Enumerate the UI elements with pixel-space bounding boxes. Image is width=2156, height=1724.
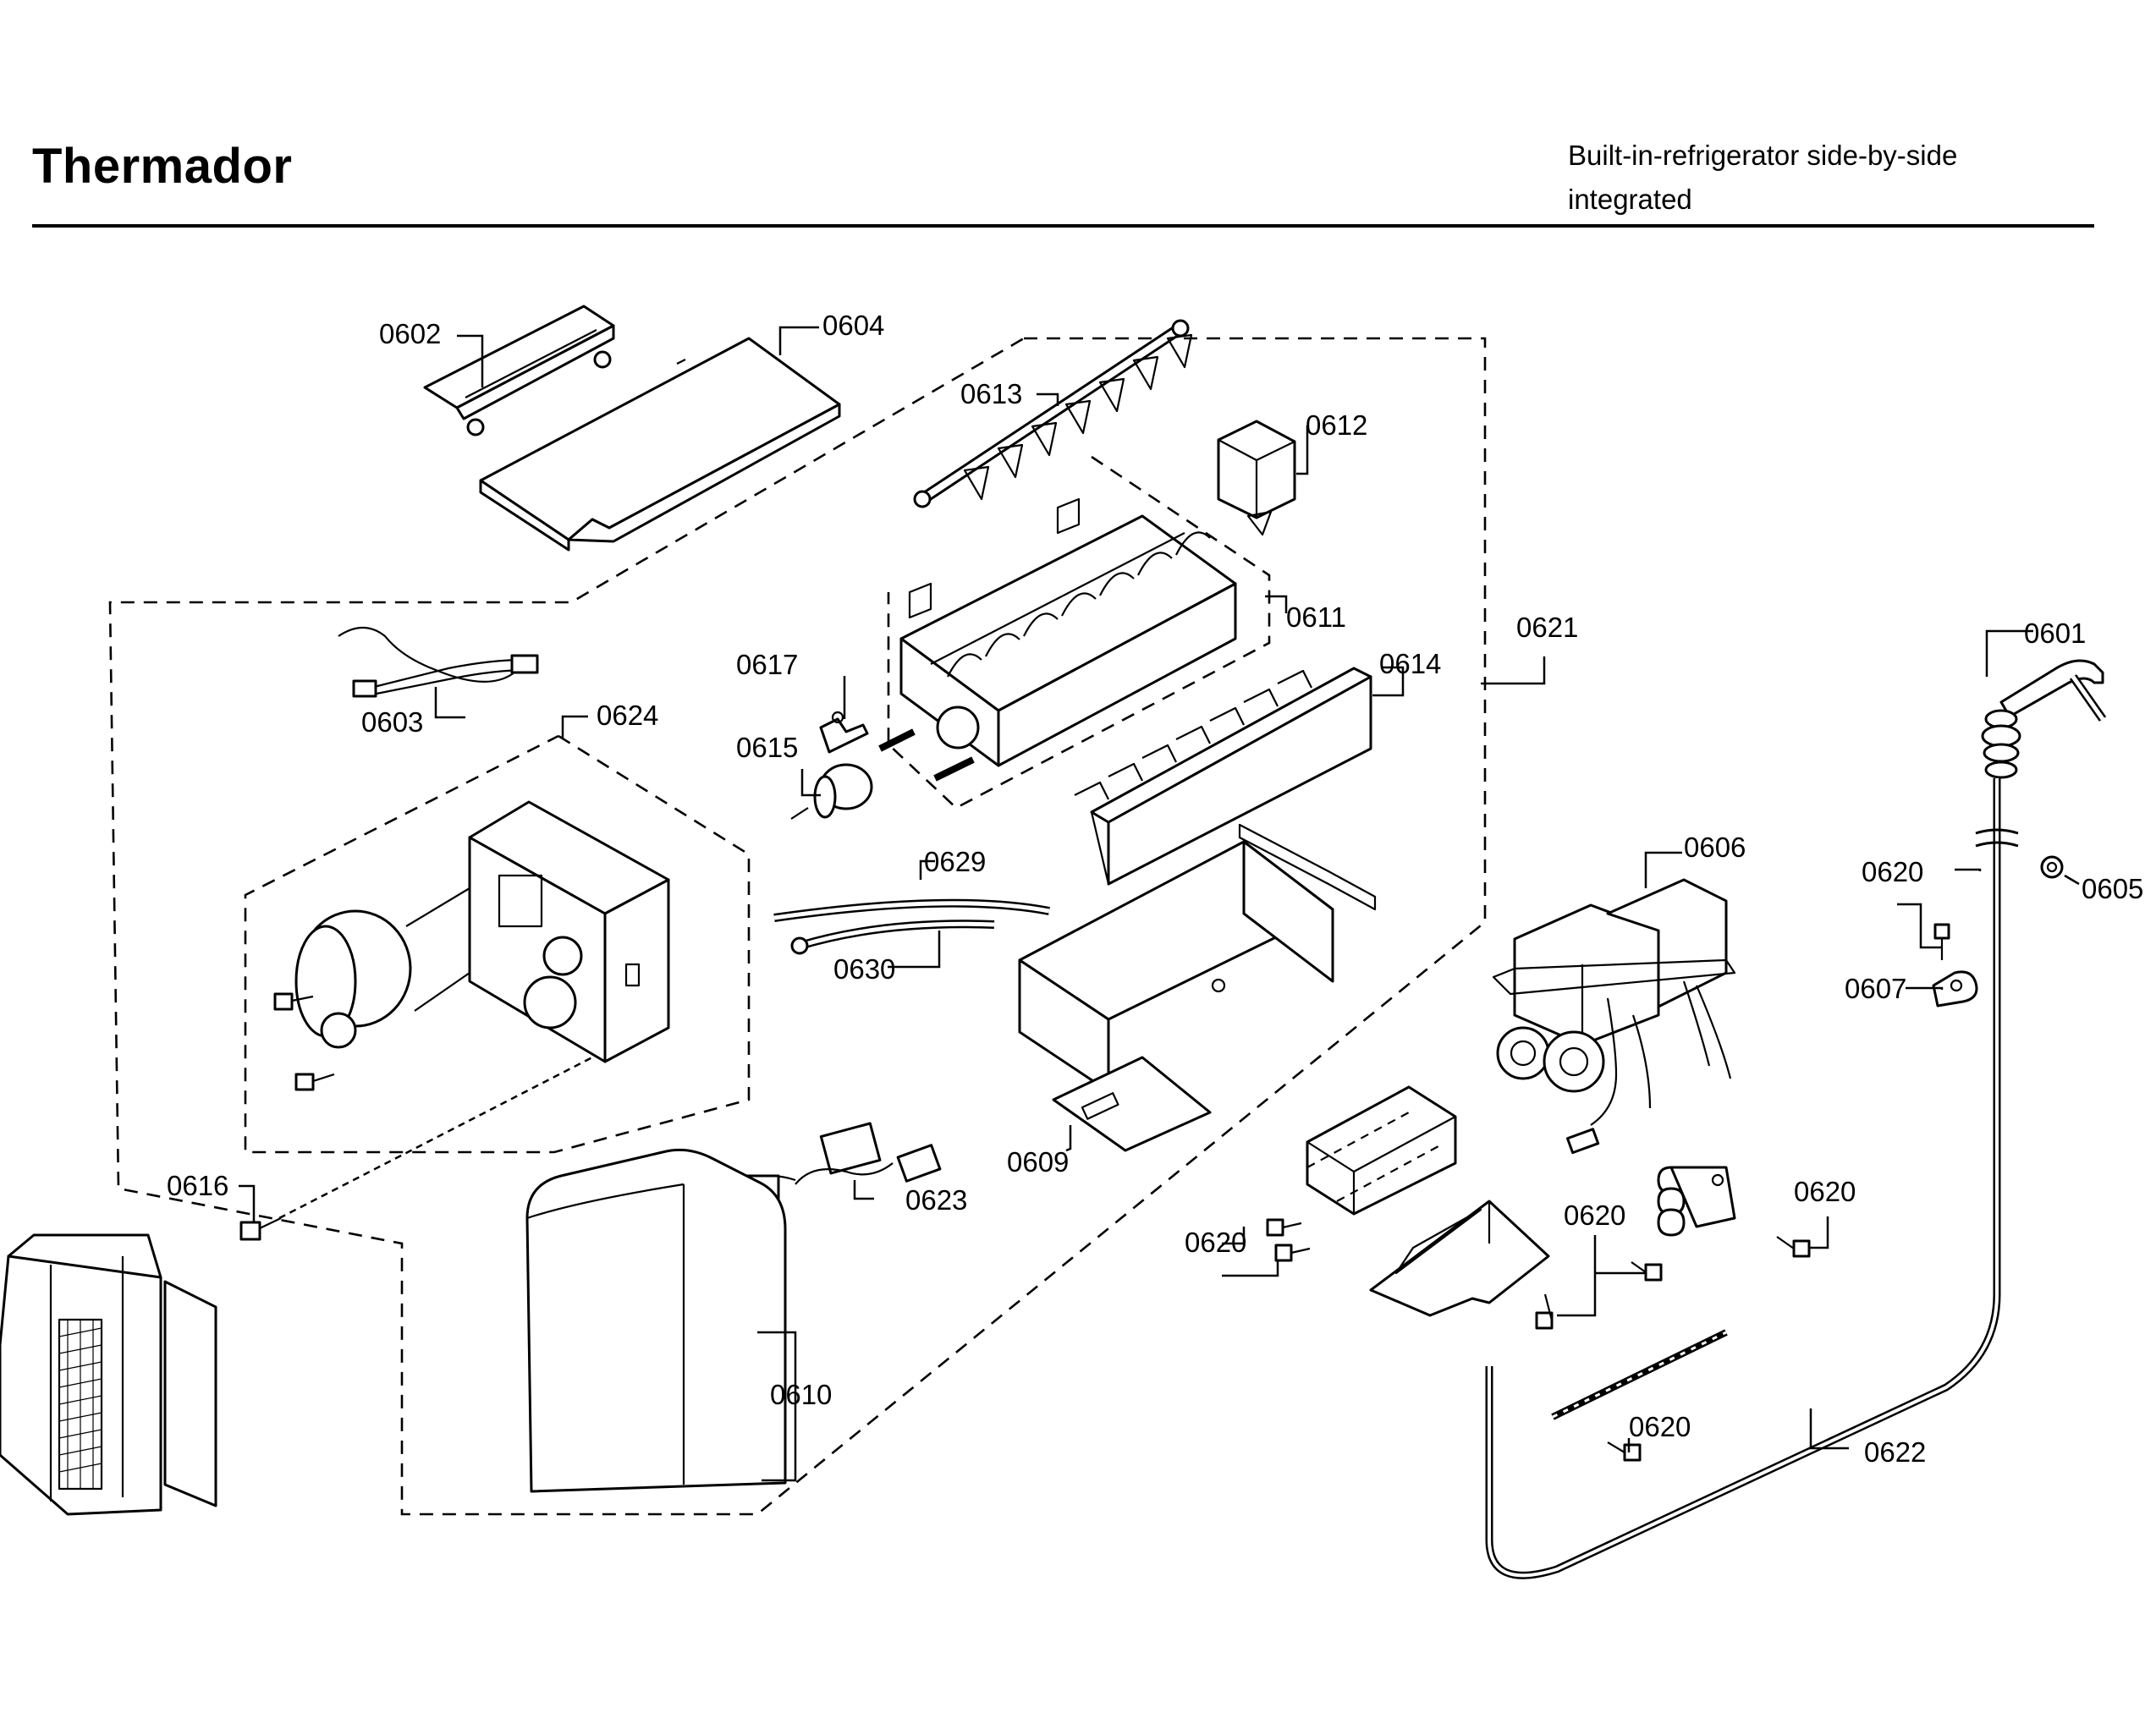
screw-0620-f [1607, 1441, 1642, 1462]
part-valve-clip [1657, 1166, 1736, 1237]
screw-0620-a [1266, 1218, 1302, 1237]
part-0629-tube [773, 898, 1050, 922]
label-0613: 0613 [960, 378, 1022, 409]
label-0620-left: 0620 [1185, 1227, 1246, 1258]
label-0622: 0622 [1864, 1436, 1926, 1468]
label-0620-bottom: 0620 [1629, 1411, 1691, 1442]
part-0630-tube [790, 920, 995, 955]
grille-mesh [58, 1318, 103, 1491]
outline-0611-assembly [887, 455, 1271, 810]
screw-0620-d [1631, 1261, 1663, 1282]
label-0620-right: 0620 [1794, 1176, 1856, 1207]
label-0601: 0601 [2024, 618, 2086, 649]
part-retaining-strip [1551, 1329, 1728, 1420]
label-0617: 0617 [736, 649, 798, 680]
part-0615-thermostat [790, 763, 873, 820]
label-0615: 0615 [736, 732, 798, 763]
part-ice-bin-frame [0, 1233, 217, 1516]
label-0612: 0612 [1306, 409, 1367, 441]
part-0613-ejector [913, 319, 1193, 508]
part-0614-stripper [1074, 667, 1372, 886]
part-0604-cover [479, 337, 841, 552]
brand-logo: Thermador [32, 139, 293, 194]
screw-0624-a [273, 992, 314, 1011]
screw-0620-c [1535, 1293, 1554, 1330]
label-0630: 0630 [833, 953, 895, 985]
label-0605: 0605 [2082, 873, 2143, 904]
part-0601-tube-fitting [1981, 659, 2107, 779]
outline-0621-assembly [108, 337, 1487, 1516]
part-mounting-bracket-lower [1369, 1200, 1550, 1317]
label-0603: 0603 [361, 706, 423, 738]
part-labels: 0602 0604 0613 0612 0611 0621 0614 0617 … [167, 310, 2143, 1468]
label-0620-mid: 0620 [1564, 1200, 1625, 1231]
label-0611: 0611 [1286, 601, 1346, 633]
screw-0624-b [294, 1073, 335, 1091]
part-0612-fill-cup [1217, 420, 1296, 536]
part-0622-water-line [1485, 778, 2019, 1579]
label-0623: 0623 [905, 1184, 967, 1216]
label-0607: 0607 [1845, 973, 1906, 1004]
label-0602: 0602 [379, 318, 441, 349]
label-0629: 0629 [924, 846, 986, 877]
label-0609: 0609 [1007, 1146, 1069, 1178]
label-0616: 0616 [167, 1170, 228, 1201]
part-0605-washer [2040, 855, 2064, 879]
subtitle-line-2: integrated [1568, 184, 1692, 215]
label-0624: 0624 [597, 700, 658, 731]
part-0602-bracket [423, 305, 615, 436]
label-0620-top: 0620 [1862, 856, 1923, 887]
screw-0620-b [1274, 1244, 1311, 1262]
part-0606-water-valve [1492, 878, 1736, 1155]
label-0614: 0614 [1379, 648, 1441, 679]
subtitle-line-1: Built-in-refrigerator side-by-side [1568, 140, 1958, 171]
screw-0620-g [1933, 923, 1950, 960]
label-0606: 0606 [1684, 832, 1746, 863]
label-0610: 0610 [770, 1379, 832, 1410]
diagram-subtitle: Built-in-refrigerator side-by-side integ… [1568, 134, 1957, 222]
part-0610-cover-box [525, 1148, 787, 1493]
part-0611-ice-mold [878, 497, 1237, 782]
part-0624-motor-housing [273, 800, 670, 1091]
outline-0624-assembly [244, 734, 751, 1154]
part-0607-clamp [1932, 970, 1978, 1007]
part-0603-harness [338, 626, 539, 698]
part-0616-screw [239, 1056, 593, 1241]
leader-lines [239, 326, 2080, 1482]
screw-0620-e [1776, 1236, 1811, 1258]
label-0604: 0604 [822, 310, 884, 341]
part-mounting-bracket-upper [1306, 1085, 1457, 1216]
header-rule [32, 224, 2094, 228]
part-0609-bracket [1018, 823, 1377, 1152]
label-0621: 0621 [1516, 612, 1578, 643]
part-0617-clip [819, 711, 869, 754]
